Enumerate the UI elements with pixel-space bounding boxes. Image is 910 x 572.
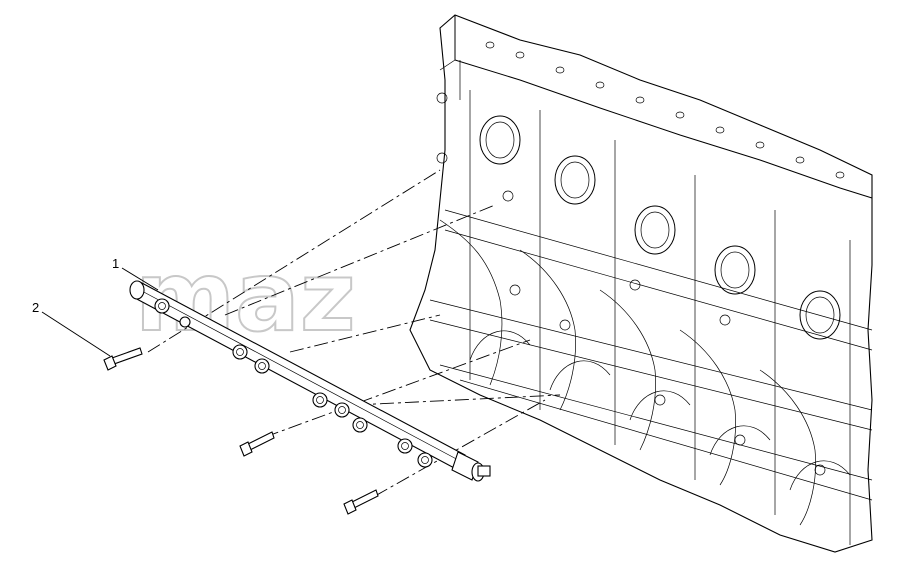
engine-block xyxy=(409,14,873,553)
cylinder-bores xyxy=(479,115,841,340)
watermark-text: maz xyxy=(135,241,356,353)
mounting-bolt-2 xyxy=(239,431,275,457)
callout-1-leader xyxy=(121,267,159,291)
fuel-rail xyxy=(129,280,491,482)
block-ribs xyxy=(439,90,851,545)
side-bosses xyxy=(436,92,826,476)
rail-outlet-ports xyxy=(154,298,433,468)
block-horizontal-lines xyxy=(429,209,873,501)
pressure-sensor xyxy=(451,451,491,482)
callout-2-label: 2 xyxy=(32,300,39,315)
mounting-bolt-3 xyxy=(343,489,379,515)
bearing-arches xyxy=(469,330,851,491)
callout-1-label: 1 xyxy=(112,256,119,271)
deck-bolt-holes xyxy=(485,41,845,179)
mounting-bolt-1 xyxy=(103,347,143,371)
callout-2: 2 xyxy=(32,300,111,357)
callout-2-leader xyxy=(41,311,111,357)
callout-1: 1 xyxy=(112,256,159,291)
